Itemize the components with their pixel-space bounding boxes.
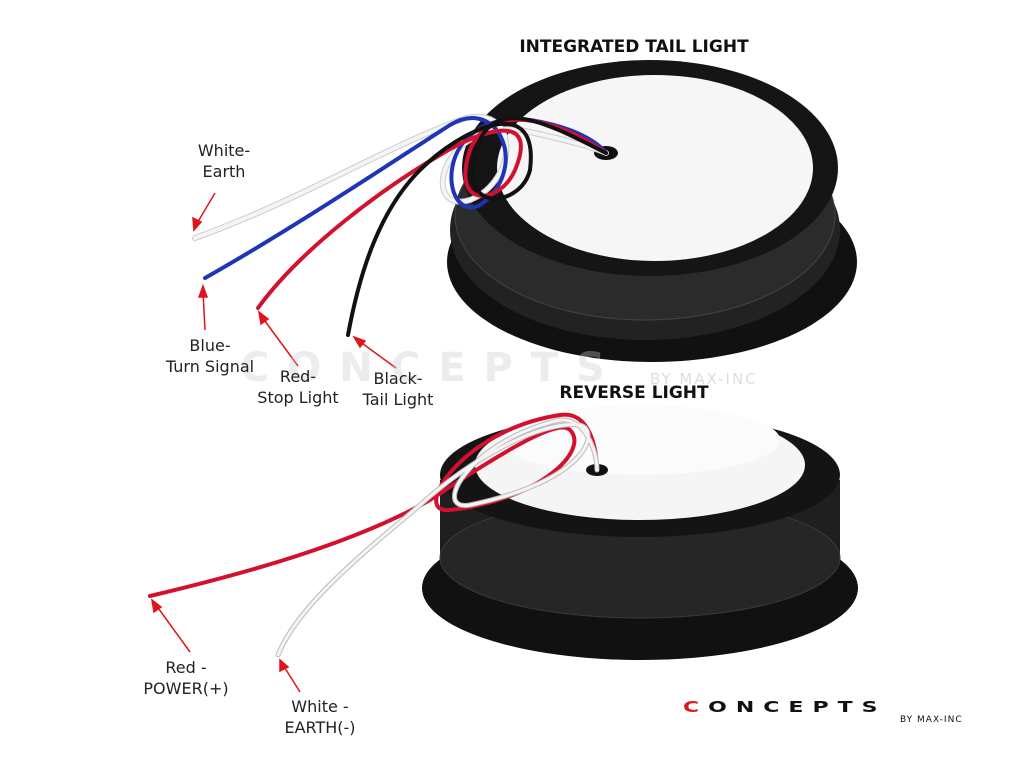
label-line: White- (197, 141, 251, 160)
label-line: Black- (373, 369, 423, 388)
watermark-sub: BY MAX-INC (650, 370, 758, 388)
lens (497, 75, 813, 261)
label-line: White - (291, 697, 349, 716)
label-line: Tail Light (362, 390, 434, 409)
tail-light-wires (192, 113, 609, 337)
label-line: Stop Light (257, 388, 339, 407)
logo-first-letter: C (683, 698, 709, 717)
label-line: Blue- (189, 336, 231, 355)
concepts-logo: CONCEPTS (683, 700, 886, 715)
label-line: Earth (202, 162, 246, 181)
reverse-light-wires (148, 412, 600, 658)
logo-subtitle: BY MAX-INC (900, 715, 963, 725)
reverse-light (422, 405, 858, 660)
label-white-earth: White- Earth (198, 140, 250, 182)
integrated-tail-light (447, 60, 857, 362)
label-red-power: Red - POWER(+) (143, 657, 228, 699)
label-line: EARTH(-) (284, 718, 356, 737)
watermark-logo: CONCEPTS (240, 345, 623, 391)
label-line: Turn Signal (165, 357, 255, 376)
label-blue-turn-signal: Blue- Turn Signal (166, 335, 254, 377)
logo-rest: ONCEPTS (708, 698, 887, 717)
label-red-stop-light: Red- Stop Light (257, 366, 338, 408)
label-black-tail-light: Black- Tail Light (363, 368, 434, 410)
pointer-arrows (150, 192, 397, 693)
title-reverse-light: REVERSE LIGHT (559, 383, 709, 403)
label-line: POWER(+) (143, 679, 229, 698)
label-line: Red - (165, 658, 207, 677)
label-white-earth-reverse: White - EARTH(-) (284, 696, 355, 738)
title-integrated-tail-light: INTEGRATED TAIL LIGHT (519, 37, 749, 57)
label-line: Red- (279, 367, 317, 386)
